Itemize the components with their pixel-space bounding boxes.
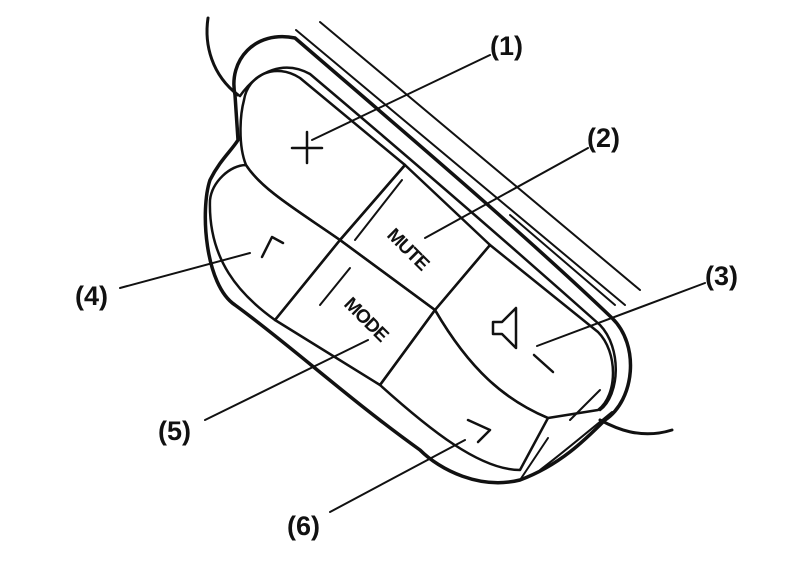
callout-6: (6) bbox=[287, 511, 320, 541]
callout-2: (2) bbox=[587, 123, 620, 153]
callout-labels: (1) (2) (3) (4) (5) (6) bbox=[75, 31, 738, 541]
callout-3: (3) bbox=[705, 261, 738, 291]
volume-down-button[interactable] bbox=[433, 243, 615, 421]
mode-button-label: MODE bbox=[339, 294, 392, 347]
callout-4: (4) bbox=[75, 281, 108, 311]
minus-icon bbox=[532, 353, 555, 374]
plus-icon bbox=[290, 130, 324, 165]
callout-1: (1) bbox=[490, 31, 523, 61]
mute-button-label: MUTE bbox=[382, 225, 432, 275]
callout-leaders bbox=[119, 54, 706, 513]
chevron-down-icon bbox=[466, 418, 492, 444]
chevron-up-icon bbox=[260, 235, 285, 259]
volume-up-button[interactable] bbox=[239, 69, 407, 242]
callout-5: (5) bbox=[158, 416, 191, 446]
seek-down-button[interactable] bbox=[378, 308, 550, 481]
speaker-icon bbox=[491, 306, 518, 350]
switch-housing bbox=[203, 34, 633, 485]
steering-wheel-spoke bbox=[205, 16, 674, 436]
seek-up-button[interactable] bbox=[208, 163, 351, 322]
